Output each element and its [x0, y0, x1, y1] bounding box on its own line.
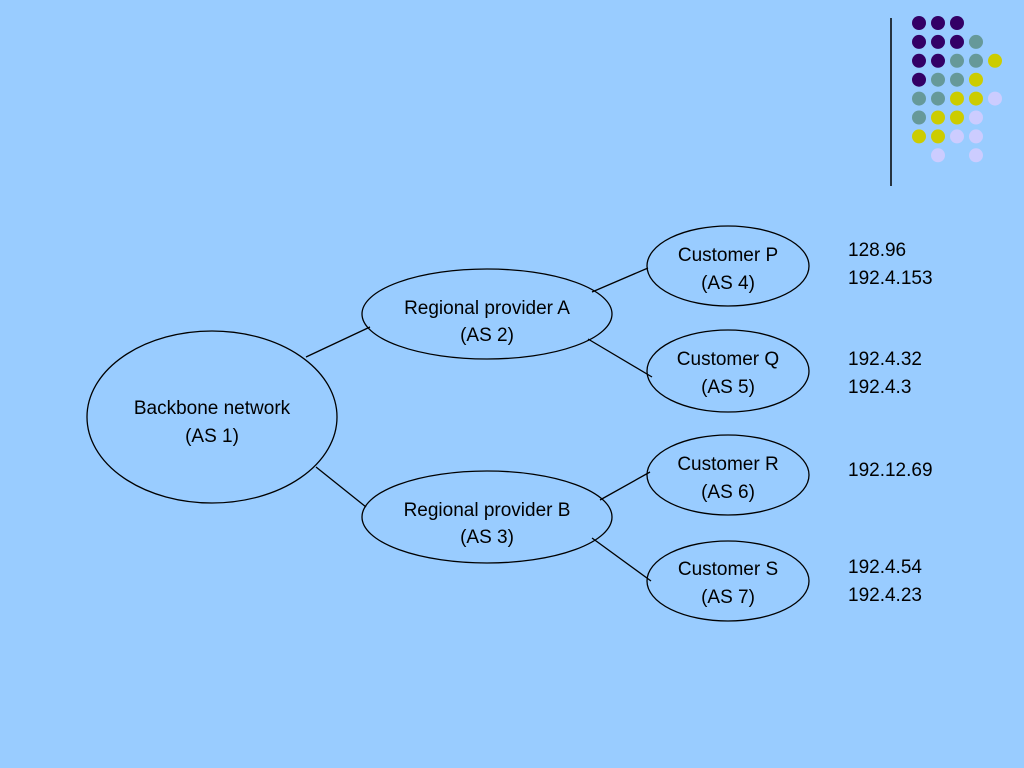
- decorative-dot: [912, 53, 926, 68]
- decorative-dot: [950, 72, 964, 87]
- node-provider-a-ellipse: [361, 268, 613, 360]
- node-customer-q: Customer Q (AS 5): [646, 329, 810, 413]
- node-customer-r-label: Customer R: [677, 454, 778, 475]
- edge-backbone-provider-b: [315, 466, 367, 508]
- node-backbone-as: (AS 1): [185, 426, 239, 447]
- node-customer-q-label: Customer Q: [677, 349, 779, 370]
- decorative-dot: [950, 53, 964, 68]
- node-customer-q-as: (AS 5): [701, 377, 755, 398]
- node-backbone-label: Backbone network: [134, 398, 291, 419]
- node-provider-a: Regional provider A (AS 2): [361, 268, 613, 360]
- node-provider-b: Regional provider B (AS 3): [361, 470, 613, 564]
- node-provider-b-label: Regional provider B: [404, 500, 571, 521]
- node-customer-s-as: (AS 7): [701, 587, 755, 608]
- node-customer-q-ellipse: [646, 329, 810, 413]
- node-customer-p-as: (AS 4): [701, 273, 755, 294]
- node-customer-s-label: Customer S: [678, 559, 778, 580]
- edge-provider-b-customer-s: [591, 537, 652, 582]
- prefix: 192.4.3: [848, 377, 912, 398]
- prefix: 192.12.69: [848, 460, 933, 481]
- node-customer-s: Customer S (AS 7): [646, 540, 810, 622]
- node-provider-b-ellipse: [361, 470, 613, 564]
- decorative-dot: [950, 34, 964, 49]
- decorative-dot: [969, 34, 983, 49]
- node-backbone: Backbone network (AS 1): [86, 330, 338, 504]
- decorative-dot: [950, 110, 964, 125]
- prefix: 128.96: [848, 240, 907, 261]
- decorative-dot: [912, 129, 926, 144]
- decorative-dot-grid: [912, 16, 1002, 163]
- decorative-dot: [969, 91, 983, 106]
- decorative-dot: [912, 72, 926, 87]
- decorative-dot: [969, 53, 983, 68]
- decorative-dot: [931, 110, 945, 125]
- prefixes-customer-r: 192.12.69: [848, 457, 933, 485]
- node-backbone-ellipse: [86, 330, 338, 504]
- node-customer-r-ellipse: [646, 434, 810, 516]
- edge-provider-a-customer-p: [591, 267, 649, 293]
- decorative-dot: [931, 53, 945, 68]
- decorative-dot: [912, 16, 926, 30]
- prefixes-customer-p: 128.96 192.4.153: [848, 237, 933, 293]
- node-provider-b-as: (AS 3): [460, 527, 514, 548]
- node-customer-r: Customer R (AS 6): [646, 434, 810, 516]
- prefix: 192.4.153: [848, 268, 933, 289]
- edge-provider-a-customer-q: [587, 338, 653, 378]
- decorative-dot: [988, 91, 1002, 106]
- edge-provider-b-customer-r: [599, 471, 651, 501]
- node-provider-a-as: (AS 2): [460, 325, 514, 346]
- decorative-dot: [988, 53, 1002, 68]
- prefix: 192.4.32: [848, 349, 922, 370]
- decorative-dot: [950, 129, 964, 144]
- node-customer-p-label: Customer P: [678, 245, 778, 266]
- decorative-dot: [931, 16, 945, 30]
- node-provider-a-label: Regional provider A: [404, 298, 570, 319]
- decorative-dot: [912, 91, 926, 106]
- prefixes-customer-s: 192.4.54 192.4.23: [848, 554, 922, 610]
- node-customer-p-ellipse: [646, 225, 810, 307]
- decorative-dot: [969, 110, 983, 125]
- decorative-dot: [912, 110, 926, 125]
- decorative-dot: [931, 91, 945, 106]
- prefix: 192.4.23: [848, 585, 922, 606]
- decorative-dot: [931, 72, 945, 87]
- edge-backbone-provider-a: [305, 326, 371, 358]
- decorative-dot: [912, 34, 926, 49]
- node-customer-r-as: (AS 6): [701, 482, 755, 503]
- decorative-dot: [950, 16, 964, 30]
- decorative-dot: [931, 129, 945, 144]
- node-customer-p: Customer P (AS 4): [646, 225, 810, 307]
- decorative-dot: [969, 129, 983, 144]
- decorative-dot: [931, 148, 945, 163]
- prefix: 192.4.54: [848, 557, 922, 578]
- prefixes-customer-q: 192.4.32 192.4.3: [848, 346, 922, 402]
- node-customer-s-ellipse: [646, 540, 810, 622]
- decorative-dot: [931, 34, 945, 49]
- decorative-dot: [969, 148, 983, 163]
- decorative-dot: [950, 91, 964, 106]
- decorative-dot: [969, 72, 983, 87]
